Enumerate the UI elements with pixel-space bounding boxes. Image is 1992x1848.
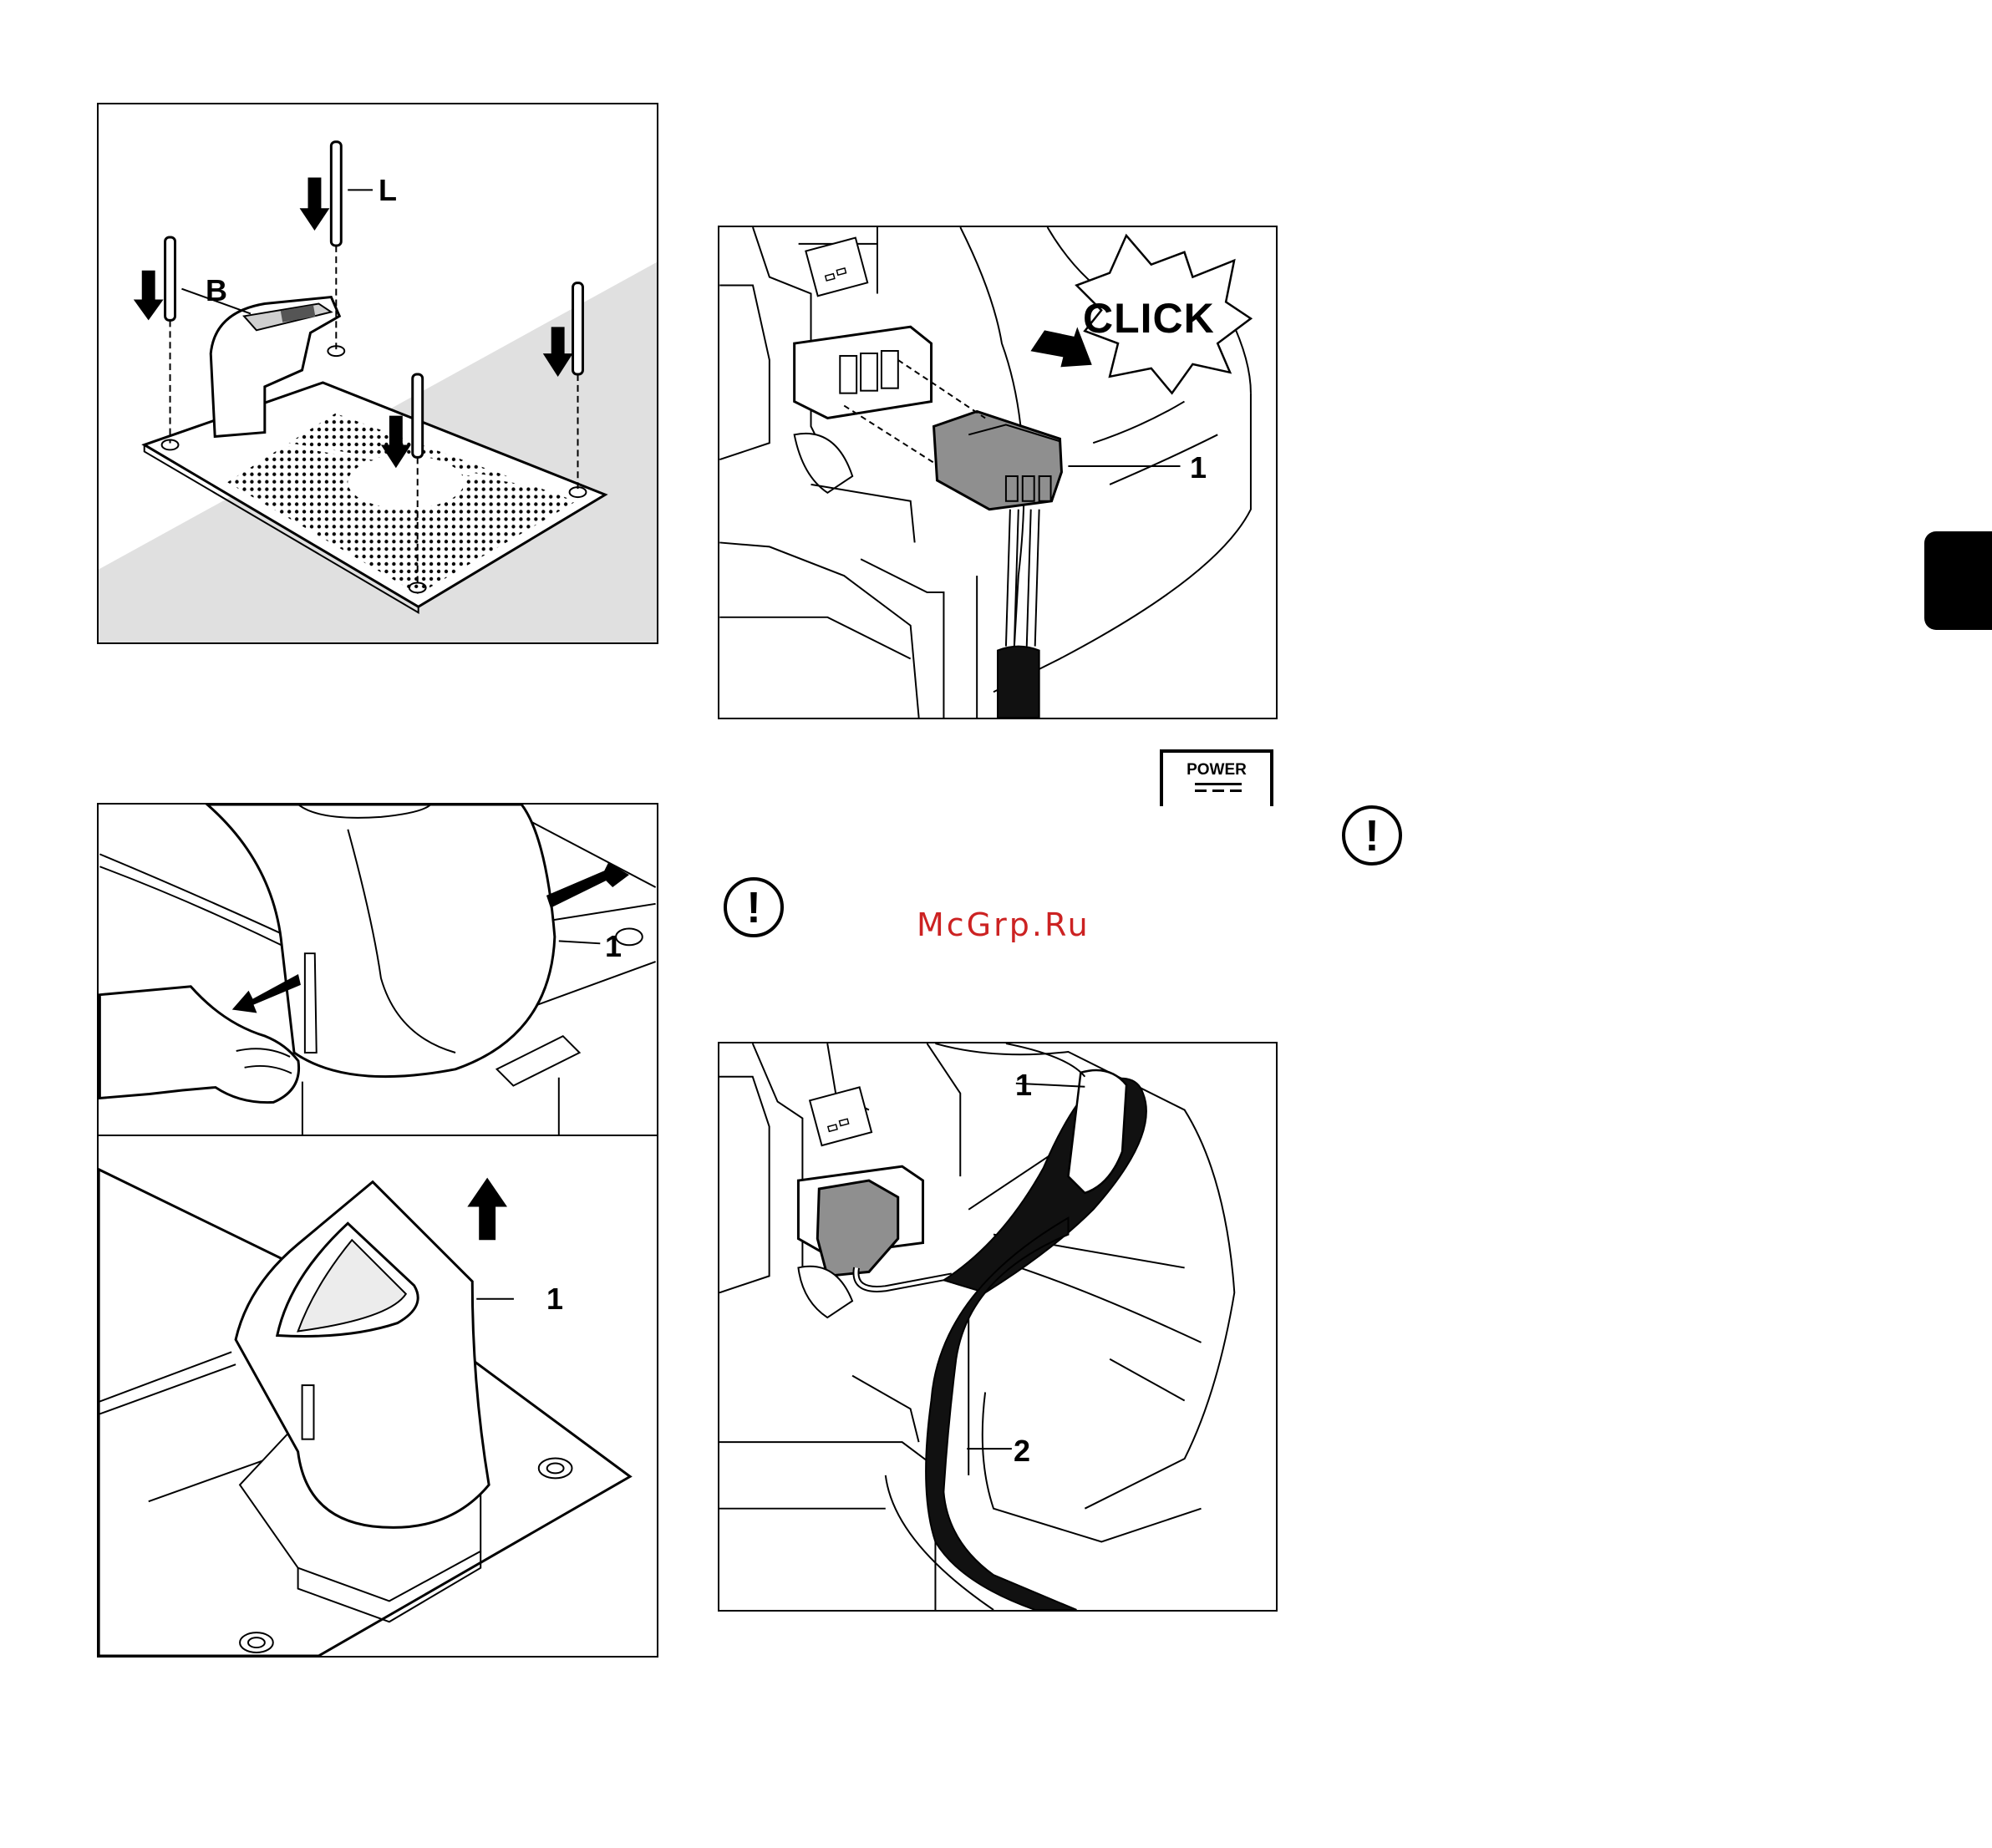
power-dc-dashes	[1195, 789, 1242, 792]
arrow-up	[467, 1178, 507, 1241]
figure-remove-cover: 1	[97, 803, 658, 1136]
figure-lift-cover: 1	[97, 1135, 658, 1658]
callout-1: 1	[546, 1284, 563, 1314]
cable	[998, 647, 1039, 718]
watermark: McGrp.Ru	[917, 906, 1090, 943]
callout-1: 1	[1190, 453, 1207, 483]
warning-icon: !	[724, 877, 784, 937]
power-symbol-label: POWER	[1163, 761, 1270, 779]
plug-connector	[817, 1180, 897, 1276]
warning-icon: !	[1342, 805, 1402, 866]
callout-1: 1	[1015, 1070, 1032, 1100]
remove-cover-illustration	[99, 805, 657, 1135]
docking-plate-illustration	[99, 104, 657, 642]
power-marking-icon	[805, 238, 867, 297]
figure-cable-routing: 1 2	[718, 1042, 1278, 1612]
cable-routing-illustration	[719, 1043, 1276, 1610]
power-symbol: POWER	[1160, 749, 1273, 806]
lift-cover-illustration	[99, 1136, 657, 1656]
figure-connector-click: CLICK 1	[718, 226, 1278, 719]
label-l: L	[379, 175, 397, 206]
warning-mark: !	[727, 884, 780, 932]
power-dc-line	[1195, 783, 1242, 785]
label-b: B	[206, 276, 227, 306]
chapter-tab	[1924, 531, 1992, 630]
click-label: CLICK	[1083, 294, 1215, 343]
callout-1: 1	[605, 932, 622, 962]
power-marking-icon	[810, 1087, 872, 1145]
callout-2: 2	[1014, 1436, 1030, 1466]
figure-docking-plate: L B	[97, 103, 658, 644]
warning-mark: !	[1345, 812, 1399, 861]
